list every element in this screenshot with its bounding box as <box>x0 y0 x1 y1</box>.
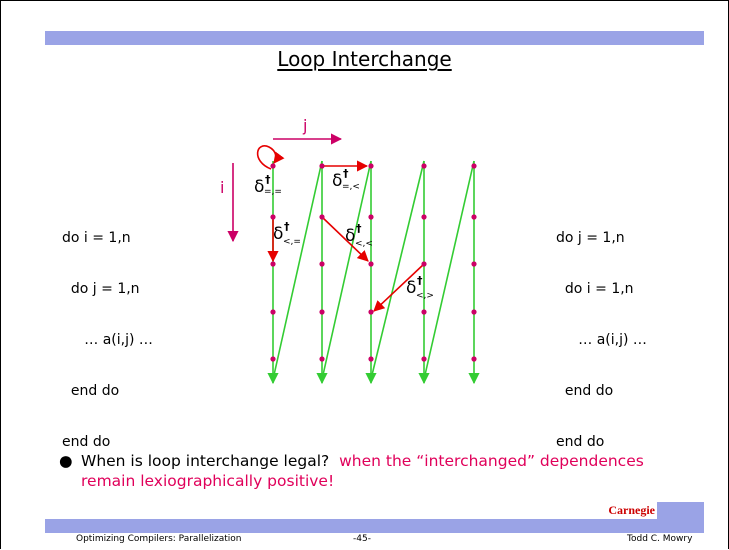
slide-title: Loop Interchange <box>1 47 728 71</box>
iteration-point <box>421 309 427 315</box>
i-axis-label: i <box>220 178 224 197</box>
dependence-arrow-lt-gt <box>373 263 425 312</box>
iteration-point <box>270 214 276 220</box>
iteration-point <box>368 356 374 362</box>
code-line: end do <box>556 434 605 450</box>
dependence-dagger: † <box>417 274 423 287</box>
code-line: do j = 1,n <box>556 230 625 246</box>
iteration-point <box>471 214 477 220</box>
dependence-label: δ <box>254 177 264 197</box>
code-line: do j = 1,n <box>62 281 140 297</box>
footer-course: Optimizing Compilers: Parallelization <box>76 534 242 544</box>
bullet-answer: when the “interchanged” dependences rema… <box>81 452 644 490</box>
traversal-diagonal <box>424 160 475 376</box>
traversal-diagonal <box>322 160 372 376</box>
iteration-point <box>421 356 427 362</box>
dependence-subscript: =,< <box>342 182 360 192</box>
dependence-subscript: <,> <box>416 291 434 301</box>
traversal-diagonal <box>371 160 425 376</box>
code-line: … a(i,j) … <box>62 332 153 348</box>
iteration-point <box>270 309 276 315</box>
interchanged-loop-code: do j = 1,n do i = 1,n … a(i,j) … end do … <box>556 196 647 485</box>
code-line: end do <box>62 383 120 399</box>
iteration-point <box>319 163 325 169</box>
code-line: end do <box>556 383 614 399</box>
carnegie-mellon-logo: Carnegie Mellon <box>608 503 655 533</box>
iteration-point <box>368 163 374 169</box>
dependence-subscript: <,< <box>355 239 373 249</box>
dependence-label: δ <box>406 278 416 298</box>
iteration-point <box>421 163 427 169</box>
dependence-subscript: =,= <box>264 187 282 197</box>
iteration-point <box>471 356 477 362</box>
iteration-point <box>270 356 276 362</box>
j-axis-label: j <box>302 116 307 135</box>
bullet-question: When is loop interchange legal? <box>81 452 330 470</box>
bullet-text: When is loop interchange legal? when the… <box>81 451 701 491</box>
dependence-label: δ <box>345 226 355 246</box>
iteration-point <box>270 261 276 267</box>
code-line: do i = 1,n <box>62 230 131 246</box>
iteration-point <box>368 309 374 315</box>
iteration-point <box>319 309 325 315</box>
iteration-point <box>368 214 374 220</box>
iteration-point <box>471 261 477 267</box>
dependence-dagger: † <box>265 173 271 186</box>
code-line: do i = 1,n <box>556 281 634 297</box>
dependence-arrow-lt-lt <box>321 216 369 262</box>
iteration-point <box>319 261 325 267</box>
bullet-marker: ● <box>59 452 73 470</box>
iteration-point <box>319 356 325 362</box>
iteration-point <box>270 163 276 169</box>
self-dependence-loop <box>256 145 285 170</box>
footer-page-number: -45- <box>353 534 371 544</box>
code-line: … a(i,j) … <box>556 332 647 348</box>
dependence-dagger: † <box>284 220 290 233</box>
iteration-point <box>368 261 374 267</box>
iteration-point <box>319 214 325 220</box>
iteration-point <box>471 163 477 169</box>
dependence-dagger: † <box>356 222 362 235</box>
traversal-diagonal <box>273 160 323 376</box>
logo-accent-box <box>657 502 704 519</box>
title-text: Loop Interchange <box>277 47 452 71</box>
iteration-point <box>421 261 427 267</box>
bottom-accent-bar <box>45 519 704 533</box>
code-line: end do <box>62 434 111 450</box>
iteration-points <box>270 163 477 362</box>
original-loop-code: do i = 1,n do j = 1,n … a(i,j) … end do … <box>62 196 153 485</box>
top-accent-bar <box>45 31 704 45</box>
footer-author: Todd C. Mowry <box>627 534 693 544</box>
iteration-point <box>421 214 427 220</box>
iteration-point <box>471 309 477 315</box>
dependence-dagger: † <box>343 167 349 180</box>
dependence-label: δ <box>332 171 342 191</box>
dependence-subscript: <,= <box>283 237 301 247</box>
dependence-label: δ <box>273 224 283 244</box>
